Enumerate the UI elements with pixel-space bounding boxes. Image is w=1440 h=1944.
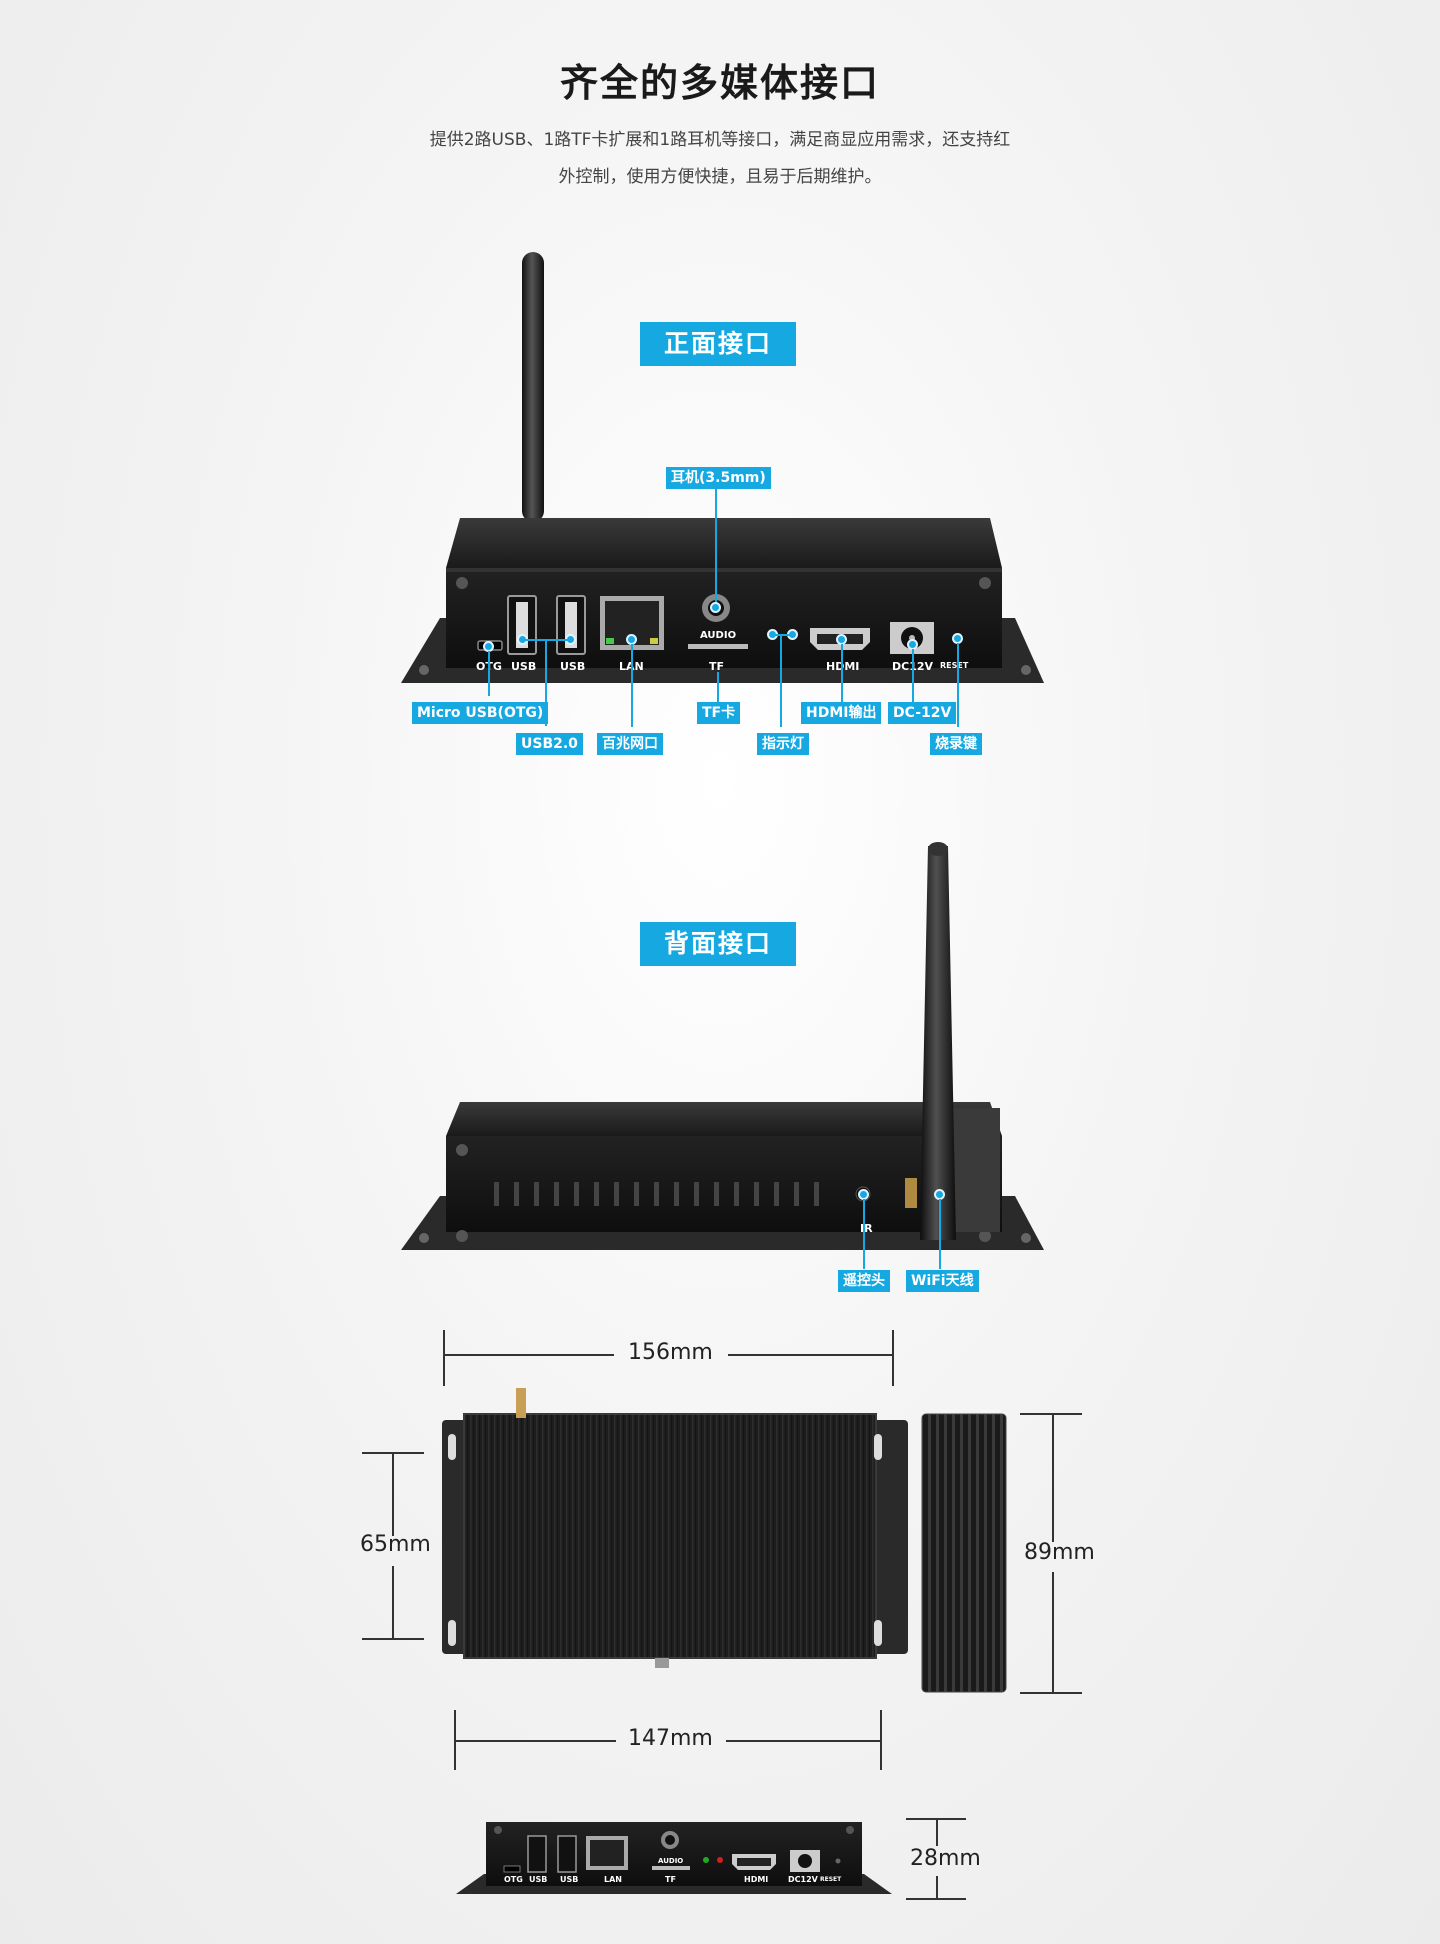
dim-bottom-width: 147mm xyxy=(628,1726,713,1751)
callout-indicator: 指示灯 xyxy=(757,733,809,755)
port-label-ir: IR xyxy=(860,1222,873,1235)
mini-label-usb-1: USB xyxy=(529,1875,548,1884)
dim-line xyxy=(936,1876,938,1898)
port-label-usb-2: USB xyxy=(560,660,586,673)
callout-line xyxy=(631,644,633,727)
callout-line xyxy=(772,634,792,636)
dim-thickness: 28mm xyxy=(910,1846,981,1871)
device-back xyxy=(401,1102,1044,1250)
description-line-1: 提供2路USB、1路TF卡扩展和1路耳机等接口，满足商显应用需求，还支持红 xyxy=(429,130,1011,150)
front-section-badge: 正面接口 xyxy=(640,322,796,366)
mini-label-dc: DC12V xyxy=(788,1875,818,1884)
description: 提供2路USB、1路TF卡扩展和1路耳机等接口，满足商显应用需求，还支持红 外控… xyxy=(400,122,1040,196)
vent-slots xyxy=(494,1182,819,1206)
callout-tf-card: TF卡 xyxy=(697,702,741,724)
dim-depth-right: 89mm xyxy=(1024,1540,1095,1565)
dim-height-left: 65mm xyxy=(360,1532,431,1557)
description-line-2: 外控制，使用方便快捷，且易于后期维护。 xyxy=(558,167,882,187)
dim-line xyxy=(1052,1572,1054,1692)
dim-tick xyxy=(362,1638,424,1640)
dim-line xyxy=(444,1354,614,1356)
mini-label-audio: AUDIO xyxy=(658,1857,684,1865)
device-mini-front xyxy=(456,1822,892,1894)
dim-line xyxy=(456,1740,616,1742)
callout-micro-usb: Micro USB(OTG) xyxy=(412,702,549,724)
mini-label-tf: TF xyxy=(665,1875,676,1884)
port-label-tf: TF xyxy=(709,660,725,673)
dim-tick xyxy=(1020,1413,1082,1415)
mini-label-reset: RESET xyxy=(820,1876,842,1883)
callout-line xyxy=(863,1199,865,1269)
callout-line xyxy=(488,651,490,696)
callout-wifi: WiFi天线 xyxy=(906,1270,979,1292)
callout-line xyxy=(717,672,719,702)
dim-line xyxy=(728,1354,892,1356)
mini-label-usb-2: USB xyxy=(560,1875,579,1884)
callout-dc: DC-12V xyxy=(888,702,957,724)
callout-flash-key: 烧录键 xyxy=(930,733,982,755)
dim-top-width: 156mm xyxy=(628,1340,713,1365)
port-label-usb-1: USB xyxy=(511,660,537,673)
device-side-view xyxy=(921,1413,1007,1693)
callout-line xyxy=(939,1199,941,1269)
mini-label-otg: OTG xyxy=(504,1875,523,1884)
dim-line xyxy=(392,1566,394,1638)
dim-tick xyxy=(880,1710,882,1770)
callout-remote: 遥控头 xyxy=(838,1270,890,1292)
port-label-reset: RESET xyxy=(940,661,969,670)
callout-line xyxy=(841,644,843,702)
mini-label-lan: LAN xyxy=(604,1875,622,1884)
dim-line xyxy=(726,1740,880,1742)
dim-tick xyxy=(906,1898,966,1900)
callout-line xyxy=(545,640,547,726)
callout-usb20: USB2.0 xyxy=(516,733,583,755)
dim-line xyxy=(392,1452,394,1536)
dim-line xyxy=(936,1818,938,1854)
antenna-front xyxy=(522,252,544,522)
dim-tick xyxy=(1020,1692,1082,1694)
callout-line xyxy=(780,635,782,727)
callout-hdmi-out: HDMI输出 xyxy=(801,702,882,724)
device-front xyxy=(401,518,1044,683)
page-title: 齐全的多媒体接口 xyxy=(559,61,880,105)
mini-label-hdmi: HDMI xyxy=(744,1875,769,1884)
callout-line xyxy=(715,489,717,609)
callout-dot xyxy=(710,602,721,613)
callout-ethernet: 百兆网口 xyxy=(597,733,663,755)
back-section-badge: 背面接口 xyxy=(640,922,796,966)
dim-tick xyxy=(443,1330,445,1386)
dim-line xyxy=(1052,1414,1054,1542)
antenna-back xyxy=(920,842,956,1240)
callout-line xyxy=(957,643,959,727)
callout-earphone: 耳机(3.5mm) xyxy=(666,467,771,489)
device-top-view xyxy=(442,1388,908,1668)
callout-line xyxy=(912,649,914,702)
dim-tick xyxy=(454,1710,456,1770)
dim-tick xyxy=(892,1330,894,1386)
port-label-audio: AUDIO xyxy=(700,630,737,641)
